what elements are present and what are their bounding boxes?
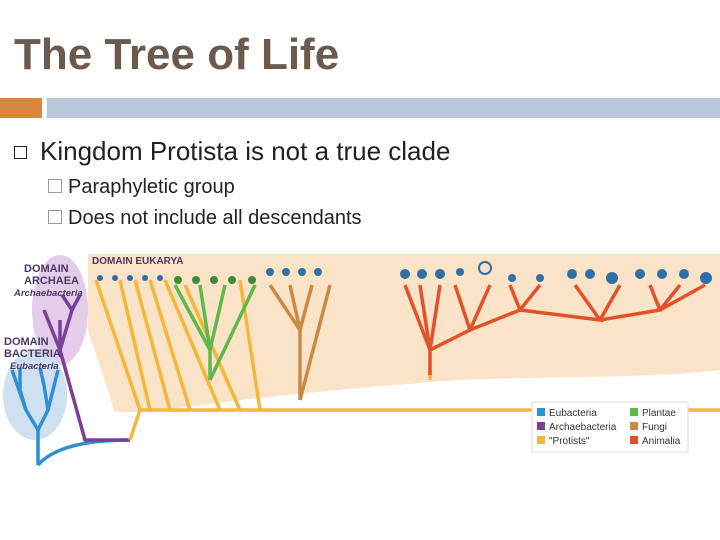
legend-label: "Protists"	[549, 436, 590, 447]
plant-icons-row	[174, 276, 256, 284]
legend-swatch-archaebacteria	[537, 422, 545, 430]
organism-icons-row	[97, 275, 163, 281]
accent-bar-orange	[0, 98, 42, 118]
protist-branches	[94, 279, 720, 441]
archaea-background	[32, 255, 88, 365]
slide-title: The Tree of Life	[14, 30, 340, 79]
fungi-branches	[268, 284, 332, 401]
label-domain-bacteria-1: DOMAIN	[4, 336, 49, 348]
eukarya-background	[88, 254, 720, 412]
legend-swatch-eubacteria	[537, 408, 545, 416]
legend-label: Animalia	[642, 436, 681, 447]
sub-bullet-2: Does not include all descendants	[48, 207, 362, 230]
sub-bullet-1: Paraphyletic group	[48, 176, 235, 199]
legend-swatch-protists	[537, 436, 545, 444]
archaebacteria-branches	[42, 294, 130, 442]
legend: Eubacteria Archaebacteria "Protists" Pla…	[531, 401, 689, 453]
accent-bar-blue	[47, 98, 720, 118]
legend-swatch-animalia	[630, 436, 638, 444]
label-domain-archaea-2: ARCHAEA	[24, 275, 79, 287]
animal-icons-row	[400, 261, 712, 284]
legend-label: Fungi	[642, 422, 667, 433]
legend-label: Plantae	[642, 408, 676, 419]
label-domain-archaea-1: DOMAIN	[24, 263, 69, 275]
legend-label: Archaebacteria	[549, 422, 617, 433]
label-domain-eukarya: DOMAIN EUKARYA	[92, 256, 184, 267]
bullet-square-icon	[14, 146, 27, 159]
legend-swatch-fungi	[630, 422, 638, 430]
fungi-icons-row	[266, 268, 322, 276]
label-archaebacteria: Archaebacteria	[13, 288, 83, 299]
label-domain-bacteria-2: BACTERIA	[4, 348, 61, 360]
sub-bullet-text: Paraphyletic group	[68, 176, 235, 198]
main-bullet: Kingdom Protista is not a true clade	[40, 136, 451, 166]
sub-bullet-text: Does not include all descendants	[68, 207, 362, 229]
legend-swatch-plantae	[630, 408, 638, 416]
tree-of-life-diagram: DOMAIN EUKARYA DOMAIN ARCHAEA Archaebact…	[3, 254, 720, 467]
legend-label: Eubacteria	[549, 408, 597, 419]
bullet-square-icon	[48, 179, 62, 193]
label-eubacteria: Eubacteria	[10, 361, 59, 372]
animalia-branches	[403, 283, 706, 375]
plantae-branches	[173, 284, 257, 381]
bullet-square-icon	[48, 210, 62, 224]
